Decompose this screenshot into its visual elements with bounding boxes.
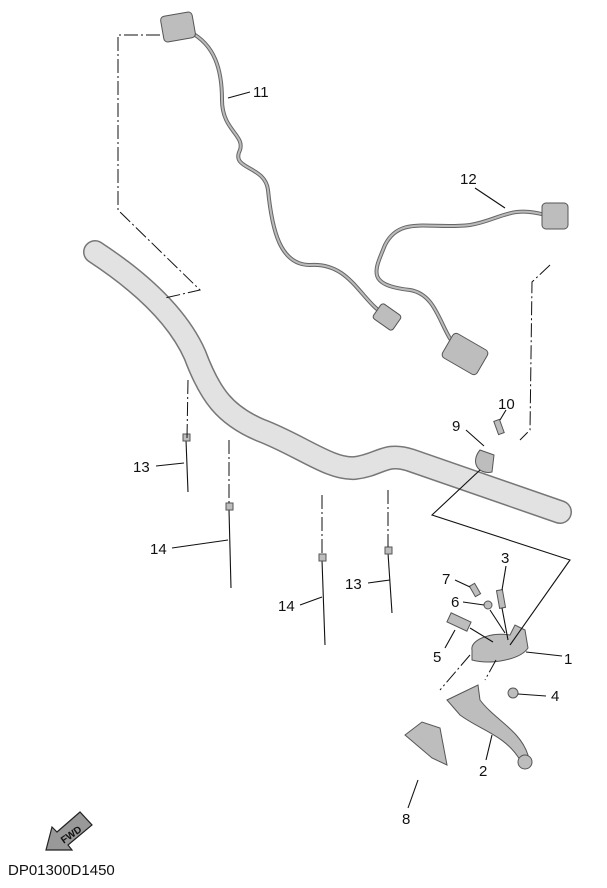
pivot-bolt-5: [446, 612, 472, 632]
lever-holder-1: [471, 624, 529, 663]
callout-1: 1: [564, 651, 572, 668]
cover-8: [404, 721, 448, 766]
diagram-code: DP01300D1450: [8, 862, 115, 879]
callout-7: 7: [442, 571, 450, 588]
leader-lines: [155, 91, 563, 809]
screw-6: [483, 600, 493, 610]
lever-ball-end: [517, 754, 533, 770]
bolt-10: [493, 418, 505, 436]
callout-6: 6: [451, 594, 459, 611]
callout-14: 14: [278, 598, 295, 615]
lever-2: [446, 684, 529, 761]
callout-13: 13: [133, 459, 150, 476]
handlebar: [83, 240, 572, 524]
callout-3: 3: [501, 550, 509, 567]
callout-4: 4: [551, 688, 559, 705]
callout-8: 8: [402, 811, 410, 828]
callout-13: 13: [345, 576, 362, 593]
screw-7: [468, 582, 482, 598]
clamp-9: [475, 449, 495, 473]
callout-10: 10: [498, 396, 515, 413]
callout-12: 12: [460, 171, 477, 188]
nut-4: [507, 687, 519, 699]
callout-5: 5: [433, 649, 441, 666]
callout-11: 11: [253, 84, 269, 101]
switch-assembly-12: [374, 202, 569, 376]
cable-ties: [182, 433, 393, 646]
assembly-lines: [117, 34, 571, 691]
callout-9: 9: [452, 418, 460, 435]
screw-3: [495, 589, 507, 609]
switch-assembly-11: [160, 11, 402, 331]
fwd-arrow-icon: FWD: [45, 811, 93, 851]
callout-14: 14: [150, 541, 167, 558]
callout-2: 2: [479, 763, 487, 780]
